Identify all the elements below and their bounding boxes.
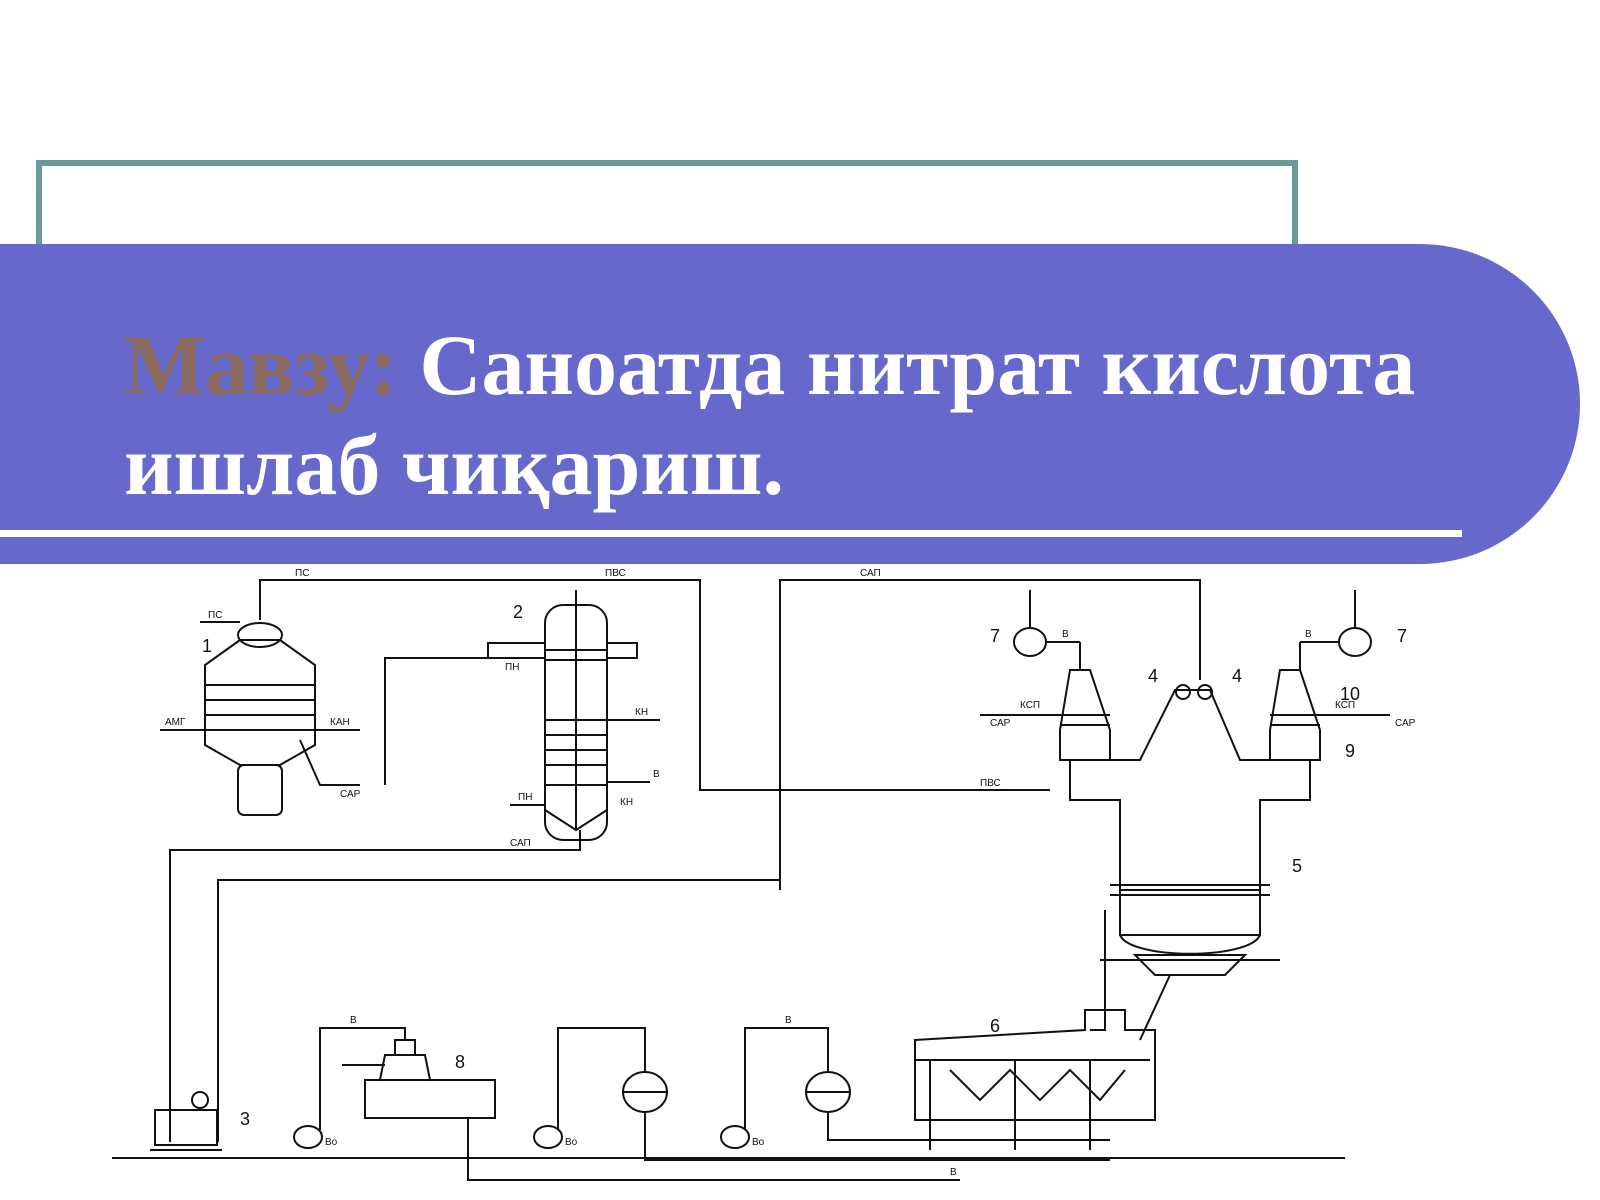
title-underline	[0, 530, 1462, 537]
label-7a: 7	[990, 626, 1000, 646]
label-9: 9	[1345, 741, 1355, 761]
label-sar-1: САР	[340, 789, 361, 800]
label-ksp-1: КСП	[1020, 700, 1040, 711]
label-8: 8	[455, 1052, 465, 1072]
label-vo-1: Во	[325, 1137, 338, 1148]
label-v-5: В	[785, 1015, 792, 1026]
label-vo-3: Во	[752, 1137, 765, 1148]
label-sap-mid: САП	[510, 838, 531, 849]
label-kn-2: КН	[620, 797, 633, 808]
label-sar-2: САР	[990, 718, 1011, 729]
slide-title: Мавзу: Саноатда нитрат кислота ишлаб чиқ…	[124, 315, 1454, 515]
label-vo-2: Во	[565, 1137, 578, 1148]
label-v-2: В	[1062, 629, 1069, 640]
label-6: 6	[990, 1016, 1000, 1036]
label-pn-1: ПН	[505, 662, 519, 673]
label-pvs-mid: ПВС	[980, 778, 1001, 789]
title-band	[0, 244, 1580, 564]
label-2: 2	[513, 602, 523, 622]
label-5: 5	[1292, 856, 1302, 876]
label-v-3: В	[1305, 629, 1312, 640]
label-3: 3	[240, 1109, 250, 1129]
label-ps-left: ПС	[208, 610, 222, 621]
label-4b: 4	[1232, 666, 1242, 686]
label-v-1: В	[653, 769, 660, 780]
label-4a: 4	[1148, 666, 1158, 686]
label-10: 10	[1340, 684, 1360, 704]
label-kn-1: КН	[635, 707, 648, 718]
title-lead: Мавзу:	[124, 317, 398, 413]
process-diagram: 1 2 3 4 4 5 6 7 7 8 9 10 ПС ПС ПВС ПВС С…	[112, 568, 1416, 1181]
label-v-4: В	[350, 1015, 357, 1026]
label-kan: КАН	[330, 717, 350, 728]
label-ksp-2: КСП	[1335, 700, 1355, 711]
label-pvs-top: ПВС	[605, 568, 626, 579]
label-1: 1	[202, 636, 212, 656]
label-sap-top: САП	[860, 568, 881, 579]
label-sar-3: САР	[1395, 718, 1416, 729]
title-main: Саноатда нитрат кислота ишлаб чиқариш.	[124, 317, 1416, 513]
label-amg: АМГ	[165, 717, 186, 728]
label-7b: 7	[1397, 626, 1407, 646]
label-v-6: В	[950, 1167, 957, 1178]
label-pn-2: ПН	[518, 792, 532, 803]
label-ps-top: ПС	[295, 568, 309, 579]
